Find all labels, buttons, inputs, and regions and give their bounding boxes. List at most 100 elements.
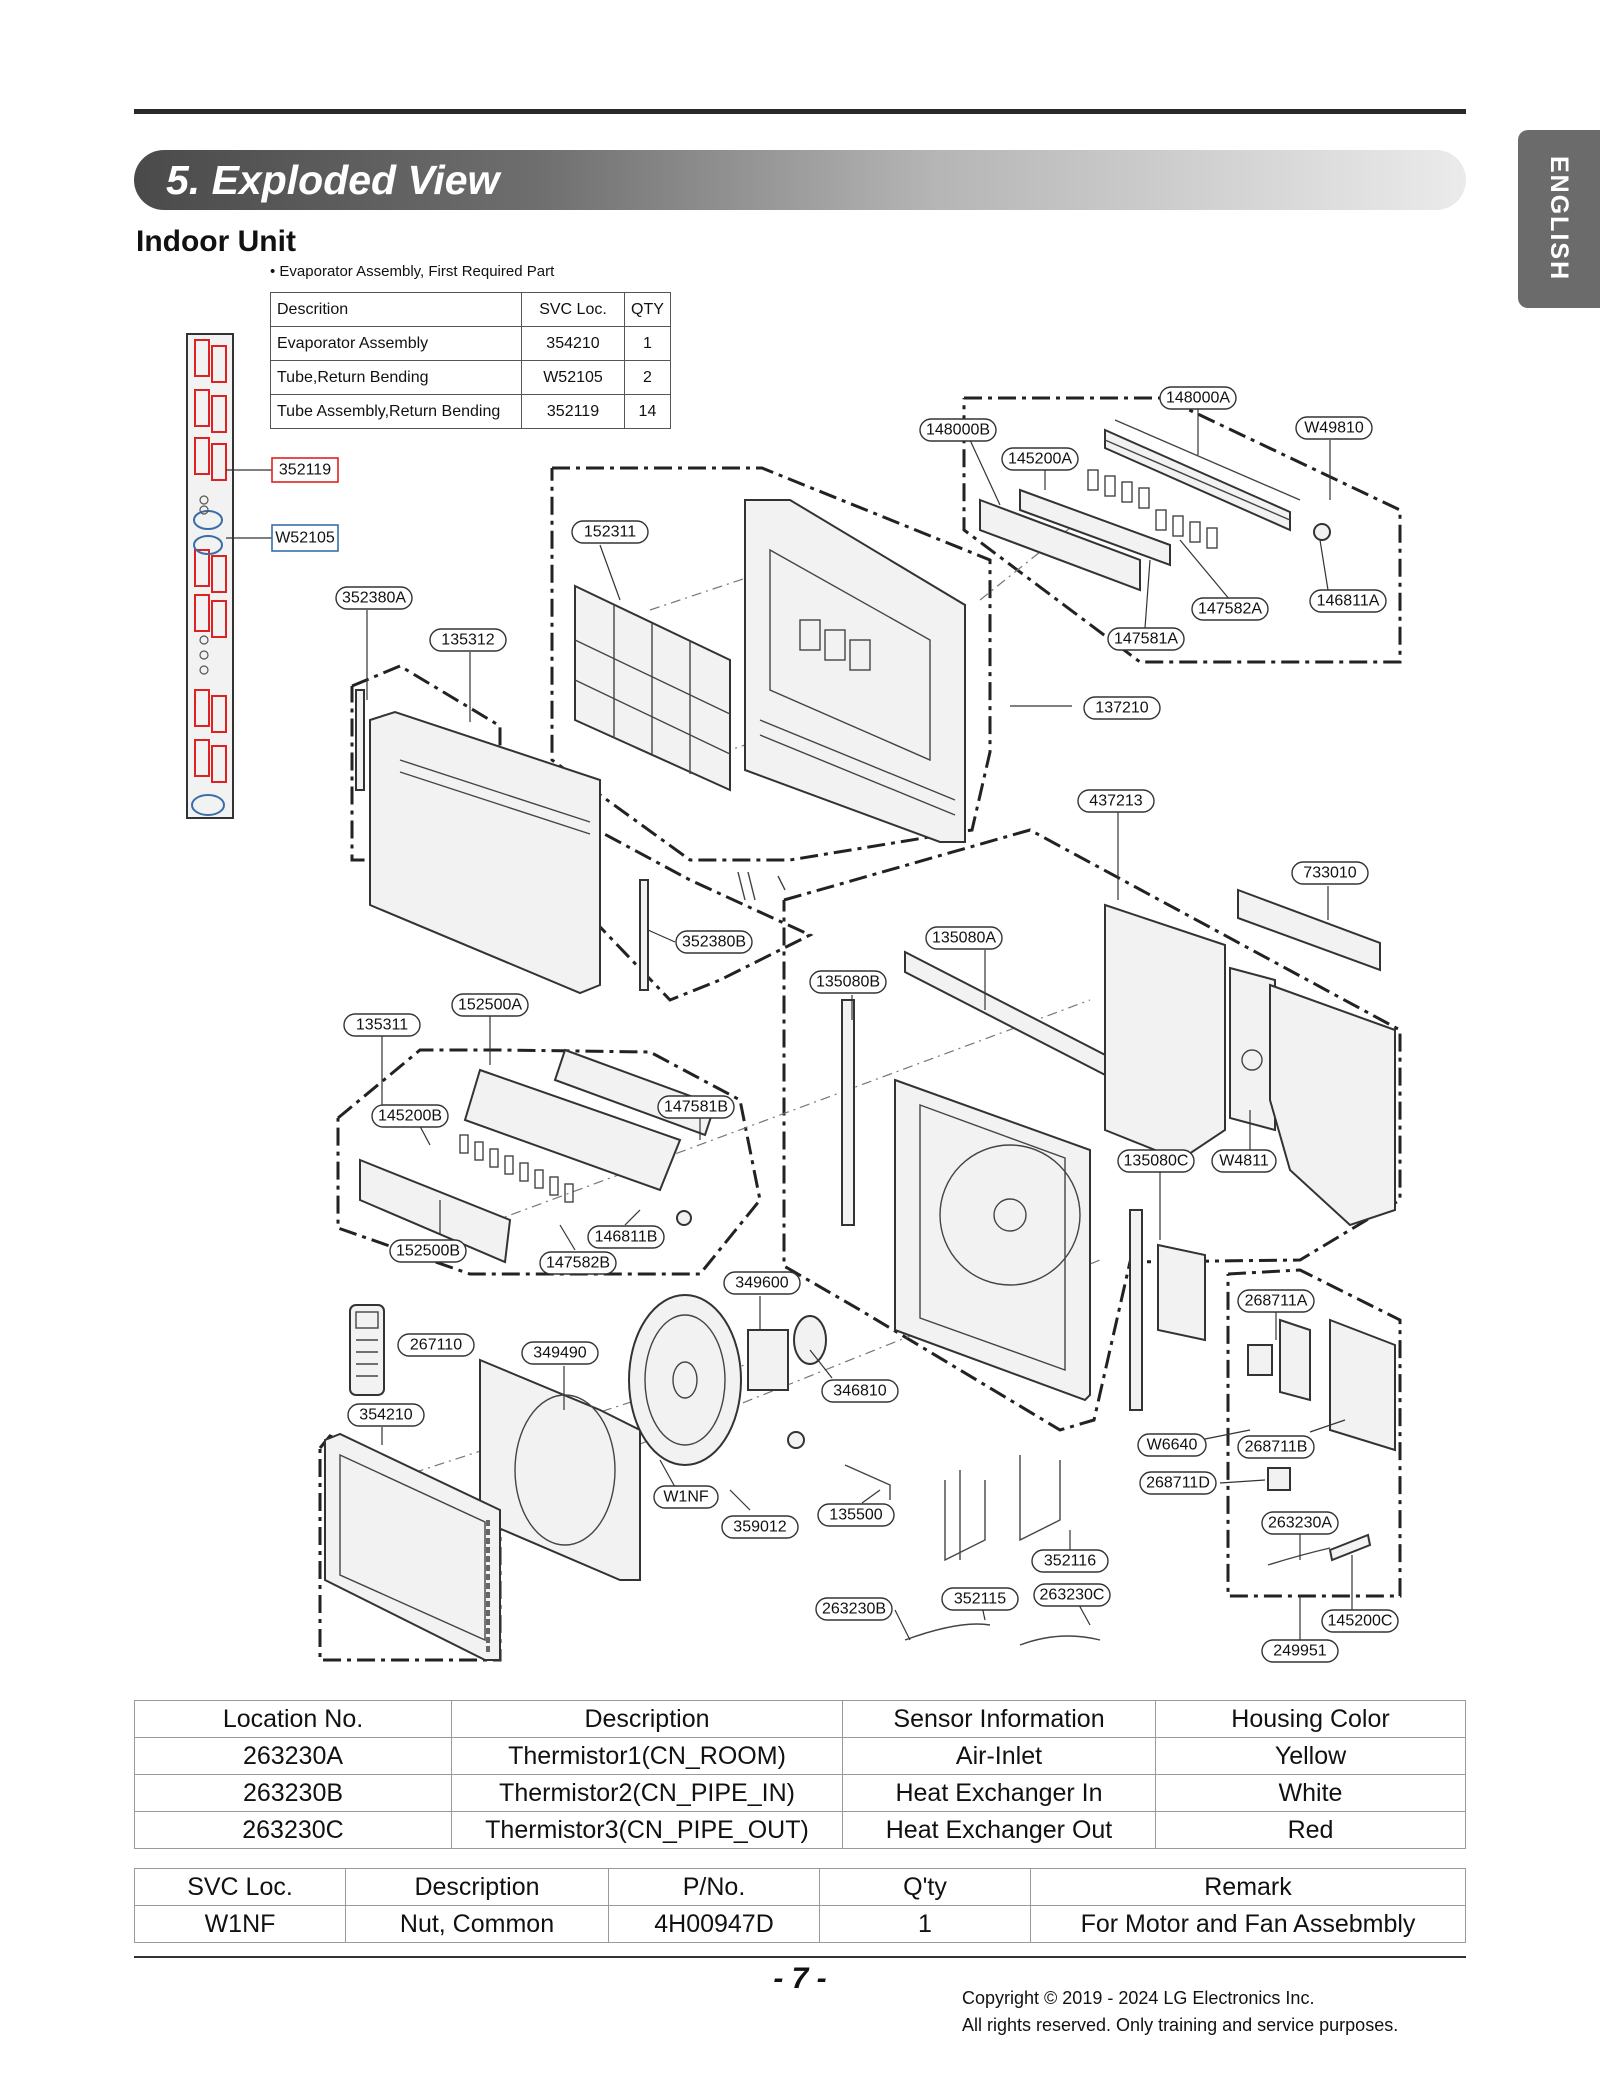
svg-text:152311: 152311 xyxy=(584,524,636,541)
top-rule xyxy=(134,109,1466,114)
svg-text:135312: 135312 xyxy=(441,632,494,649)
callout-352119: 352119 xyxy=(279,462,331,479)
subtitle: Indoor Unit xyxy=(136,225,296,258)
table-cell: Red xyxy=(1155,1811,1466,1849)
svg-text:263230B: 263230B xyxy=(822,1601,886,1618)
page-number: - 7 - xyxy=(773,1962,827,1995)
callout-152500A: 152500A xyxy=(451,993,529,1017)
callout-labels: 148000A 148000B W49810 145200A 147582A 1… xyxy=(335,386,1399,1663)
sensor-table: Location No. Description Sensor Informat… xyxy=(134,1700,1466,1849)
table-header: Remark xyxy=(1030,1868,1466,1906)
upper-vane-assembly xyxy=(979,419,1331,592)
svg-text:152500B: 152500B xyxy=(396,1243,460,1260)
vane-group-outline-top xyxy=(962,396,1402,664)
callout-147581A: 147581A xyxy=(1107,627,1185,651)
callout-268711D: 268711D xyxy=(1139,1471,1217,1495)
callout-152500B: 152500B xyxy=(389,1239,467,1263)
table-cell: Yellow xyxy=(1155,1737,1466,1775)
table-cell: For Motor and Fan Assebmbly xyxy=(1030,1905,1466,1943)
fan-shroud xyxy=(479,1358,641,1581)
table-header: Location No. xyxy=(134,1700,452,1738)
svg-text:346810: 346810 xyxy=(833,1383,886,1400)
table-header: P/No. xyxy=(608,1868,820,1906)
callout-346810: 346810 xyxy=(821,1379,899,1403)
table-cell: Heat Exchanger Out xyxy=(842,1811,1156,1849)
table-cell: W52105 xyxy=(521,360,625,395)
callout-146811B: 146811B xyxy=(587,1225,665,1249)
svg-text:145200B: 145200B xyxy=(378,1108,442,1125)
table-header: Description xyxy=(345,1868,609,1906)
svg-text:359012: 359012 xyxy=(733,1519,786,1536)
callout-147582A: 147582A xyxy=(1191,597,1269,621)
table-cell: Thermistor3(CN_PIPE_OUT) xyxy=(451,1811,843,1849)
cross-flow-fan xyxy=(628,1294,742,1466)
callout-W49810: W49810 xyxy=(1295,416,1373,440)
copyright-line: Copyright © 2019 - 2024 LG Electronics I… xyxy=(962,1988,1315,2008)
callout-145200C: 145200C xyxy=(1321,1609,1399,1633)
table-cell: 352119 xyxy=(521,394,625,429)
bottom-rule xyxy=(134,1956,1466,1958)
svg-text:733010: 733010 xyxy=(1303,865,1356,882)
evaporator-side-strip xyxy=(186,333,234,819)
table-header: SVC Loc. xyxy=(134,1868,346,1906)
callout-147581B: 147581B xyxy=(657,1095,735,1119)
callout-263230C: 263230C xyxy=(1033,1583,1111,1607)
callout-268711A: 268711A xyxy=(1237,1289,1315,1313)
table-cell: 354210 xyxy=(521,326,625,361)
callout-352380B: 352380B xyxy=(675,930,753,954)
callout-437213: 437213 xyxy=(1077,789,1155,813)
svg-text:146811B: 146811B xyxy=(595,1229,658,1246)
fan-motor xyxy=(747,1315,827,1449)
svg-text:145200C: 145200C xyxy=(1328,1613,1393,1630)
callout-152311: 152311 xyxy=(571,520,649,544)
control-box-group-outline xyxy=(1226,1268,1402,1598)
front-panel xyxy=(355,689,786,995)
table-row: 263230B Thermistor2(CN_PIPE_IN) Heat Exc… xyxy=(134,1774,1466,1812)
svg-text:352115: 352115 xyxy=(954,1591,1006,1608)
table-cell: White xyxy=(1155,1774,1466,1812)
table-header: Q'ty xyxy=(819,1868,1031,1906)
callout-145200A: 145200A xyxy=(1001,447,1079,471)
svg-text:352116: 352116 xyxy=(1044,1553,1096,1570)
callout-733010: 733010 xyxy=(1291,861,1369,885)
table-header-row: SVC Loc. Description P/No. Q'ty Remark xyxy=(134,1868,1466,1906)
evaporator xyxy=(324,1432,501,1661)
callout-W1NF: W1NF xyxy=(653,1485,719,1509)
svg-text:268711D: 268711D xyxy=(1146,1475,1210,1492)
table-row: Tube Assembly,Return Bending 352119 14 xyxy=(270,394,671,429)
svg-text:146811A: 146811A xyxy=(1317,593,1380,610)
chassis xyxy=(841,888,1396,1411)
svg-text:W4811: W4811 xyxy=(1219,1153,1269,1170)
svg-text:147581B: 147581B xyxy=(664,1099,728,1116)
svg-text:145200A: 145200A xyxy=(1008,451,1072,468)
callout-148000A: 148000A xyxy=(1159,386,1237,410)
svg-text:135080B: 135080B xyxy=(816,974,880,991)
callout-148000B: 148000B xyxy=(919,418,997,442)
callout-135080A: 135080A xyxy=(925,926,1003,950)
table-header: Housing Color xyxy=(1155,1700,1466,1738)
table-cell: 1 xyxy=(819,1905,1031,1943)
table-header: Descrition xyxy=(270,292,522,327)
table-cell: Tube Assembly,Return Bending xyxy=(270,394,522,429)
callout-263230B: 263230B xyxy=(815,1597,893,1621)
svg-text:135080A: 135080A xyxy=(932,930,996,947)
table-row: 263230C Thermistor3(CN_PIPE_OUT) Heat Ex… xyxy=(134,1811,1466,1849)
svg-text:147582B: 147582B xyxy=(546,1255,610,1272)
svg-text:148000B: 148000B xyxy=(926,422,990,439)
callout-359012: 359012 xyxy=(721,1515,799,1539)
table-row: Tube,Return Bending W52105 2 xyxy=(270,360,671,395)
table-cell: W1NF xyxy=(134,1905,346,1943)
required-part-note: • Evaporator Assembly, First Required Pa… xyxy=(270,263,555,280)
table-cell: 1 xyxy=(624,326,671,361)
svg-text:147582A: 147582A xyxy=(1198,601,1262,618)
table-cell: 263230C xyxy=(134,1811,452,1849)
table-header: Sensor Information xyxy=(842,1700,1156,1738)
table-cell: 4H00947D xyxy=(608,1905,820,1943)
callout-135312: 135312 xyxy=(429,628,507,652)
control-box xyxy=(1247,1318,1396,1566)
table-header-row: Location No. Description Sensor Informat… xyxy=(134,1700,1466,1738)
table-header: Description xyxy=(451,1700,843,1738)
remote-control xyxy=(349,1304,385,1396)
svg-text:267110: 267110 xyxy=(410,1337,462,1354)
callout-W4811: W4811 xyxy=(1211,1149,1277,1173)
